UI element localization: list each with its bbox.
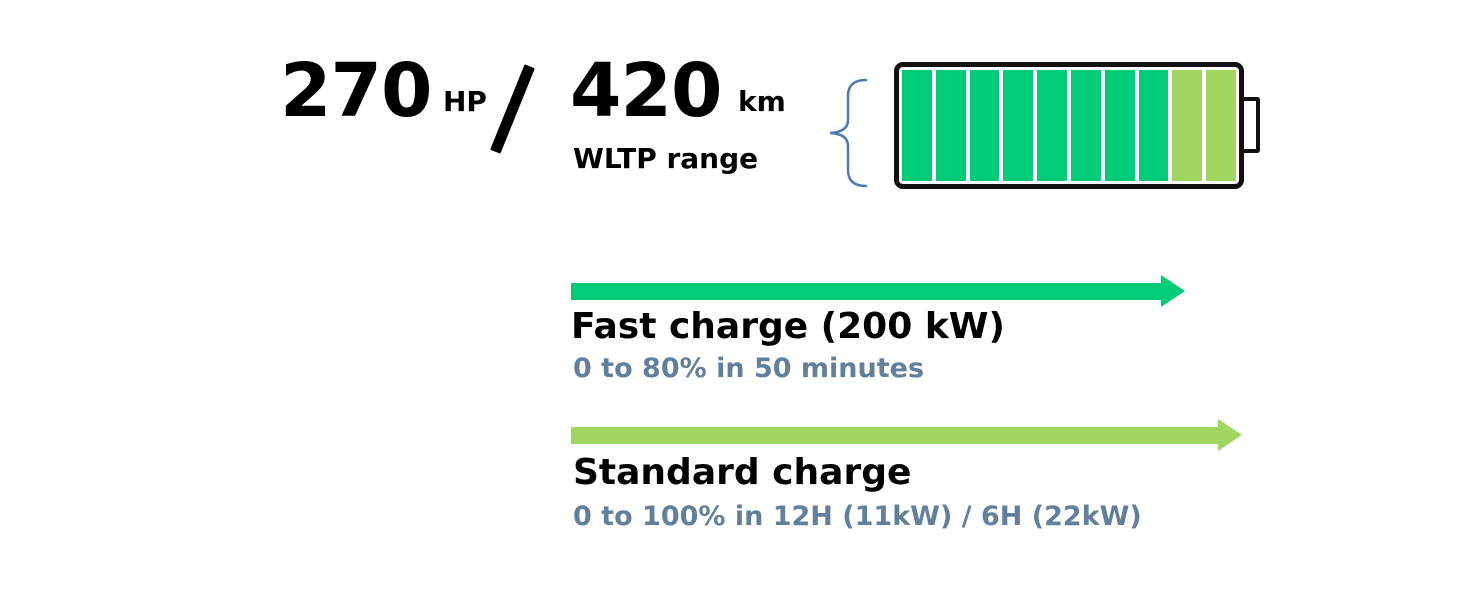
battery-terminal — [1244, 97, 1260, 153]
standard-charge-detail: 0 to 100% in 12H (11kW) / 6H (22kW) — [573, 501, 1142, 532]
standard-charge-arrow — [571, 419, 1242, 451]
fast-charge-arrow-head — [1161, 275, 1185, 307]
battery-cell-partial — [1206, 70, 1236, 181]
battery-cell-charged — [1037, 70, 1067, 181]
brace-icon — [824, 78, 870, 188]
fast-charge-arrow-shaft — [571, 282, 1161, 300]
separator-slash — [490, 64, 535, 154]
battery-cell-charged — [935, 70, 966, 181]
power-value: 270 — [280, 48, 432, 134]
brace-path — [829, 78, 868, 188]
battery-cell-charged — [1104, 70, 1135, 181]
battery-cell-charged — [969, 70, 1000, 181]
battery-cell-charged — [1138, 70, 1169, 181]
standard-charge-arrow-head — [1218, 419, 1242, 451]
power-unit: HP — [443, 85, 487, 118]
battery-cell-partial — [1172, 70, 1203, 181]
range-label: WLTP range — [573, 142, 759, 175]
standard-charge-arrow-shaft — [571, 426, 1218, 444]
range-value: 420 — [570, 48, 722, 134]
range-unit: km — [738, 85, 786, 118]
standard-charge-title: Standard charge — [573, 452, 912, 493]
fast-charge-arrow — [571, 275, 1185, 307]
battery-cell-charged — [1070, 70, 1101, 181]
battery-icon — [894, 62, 1244, 189]
fast-charge-detail: 0 to 80% in 50 minutes — [573, 353, 925, 384]
battery-cell-charged — [902, 70, 932, 181]
fast-charge-title: Fast charge (200 kW) — [571, 306, 1005, 347]
battery-cell-charged — [1003, 70, 1034, 181]
